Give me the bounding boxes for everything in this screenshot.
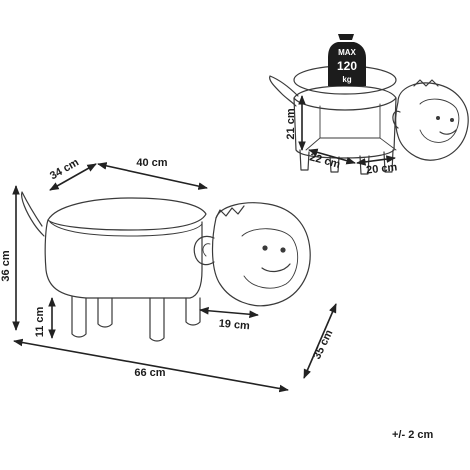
weight-unit-label: kg — [342, 75, 351, 84]
small-dimension-lines — [298, 95, 396, 166]
large-dimension-lines — [12, 162, 337, 393]
leg-spacing-line — [199, 306, 259, 319]
leg-spacing-label: 19 cm — [218, 318, 250, 333]
top-depth-line — [49, 163, 97, 191]
small-width-label: 20 cm — [366, 161, 398, 176]
small-depth-line — [308, 148, 356, 165]
large-ottoman-drawing — [21, 191, 311, 342]
weight-max-label: MAX — [338, 48, 356, 57]
top-length-label: 40 cm — [136, 157, 167, 169]
total-depth-line — [303, 303, 337, 379]
max-weight-badge: MAX 120 kg — [328, 34, 366, 86]
total-depth-label: 35 cm — [311, 328, 336, 361]
small-width-line — [356, 155, 396, 166]
small-height-label: 21 cm — [285, 108, 297, 139]
leg-height-label: 11 cm — [34, 306, 46, 337]
small-depth-label: 22 cm — [308, 151, 341, 171]
weight-value-label: 120 — [337, 59, 357, 73]
top-depth-label: 34 cm — [48, 156, 81, 182]
total-length-line — [13, 338, 289, 393]
tolerance-note: +/- 2 cm — [392, 429, 434, 441]
total-height-label: 36 cm — [0, 250, 12, 281]
small-ottoman-drawing — [269, 65, 469, 175]
top-length-line — [97, 162, 208, 190]
total-length-label: 66 cm — [134, 367, 165, 379]
